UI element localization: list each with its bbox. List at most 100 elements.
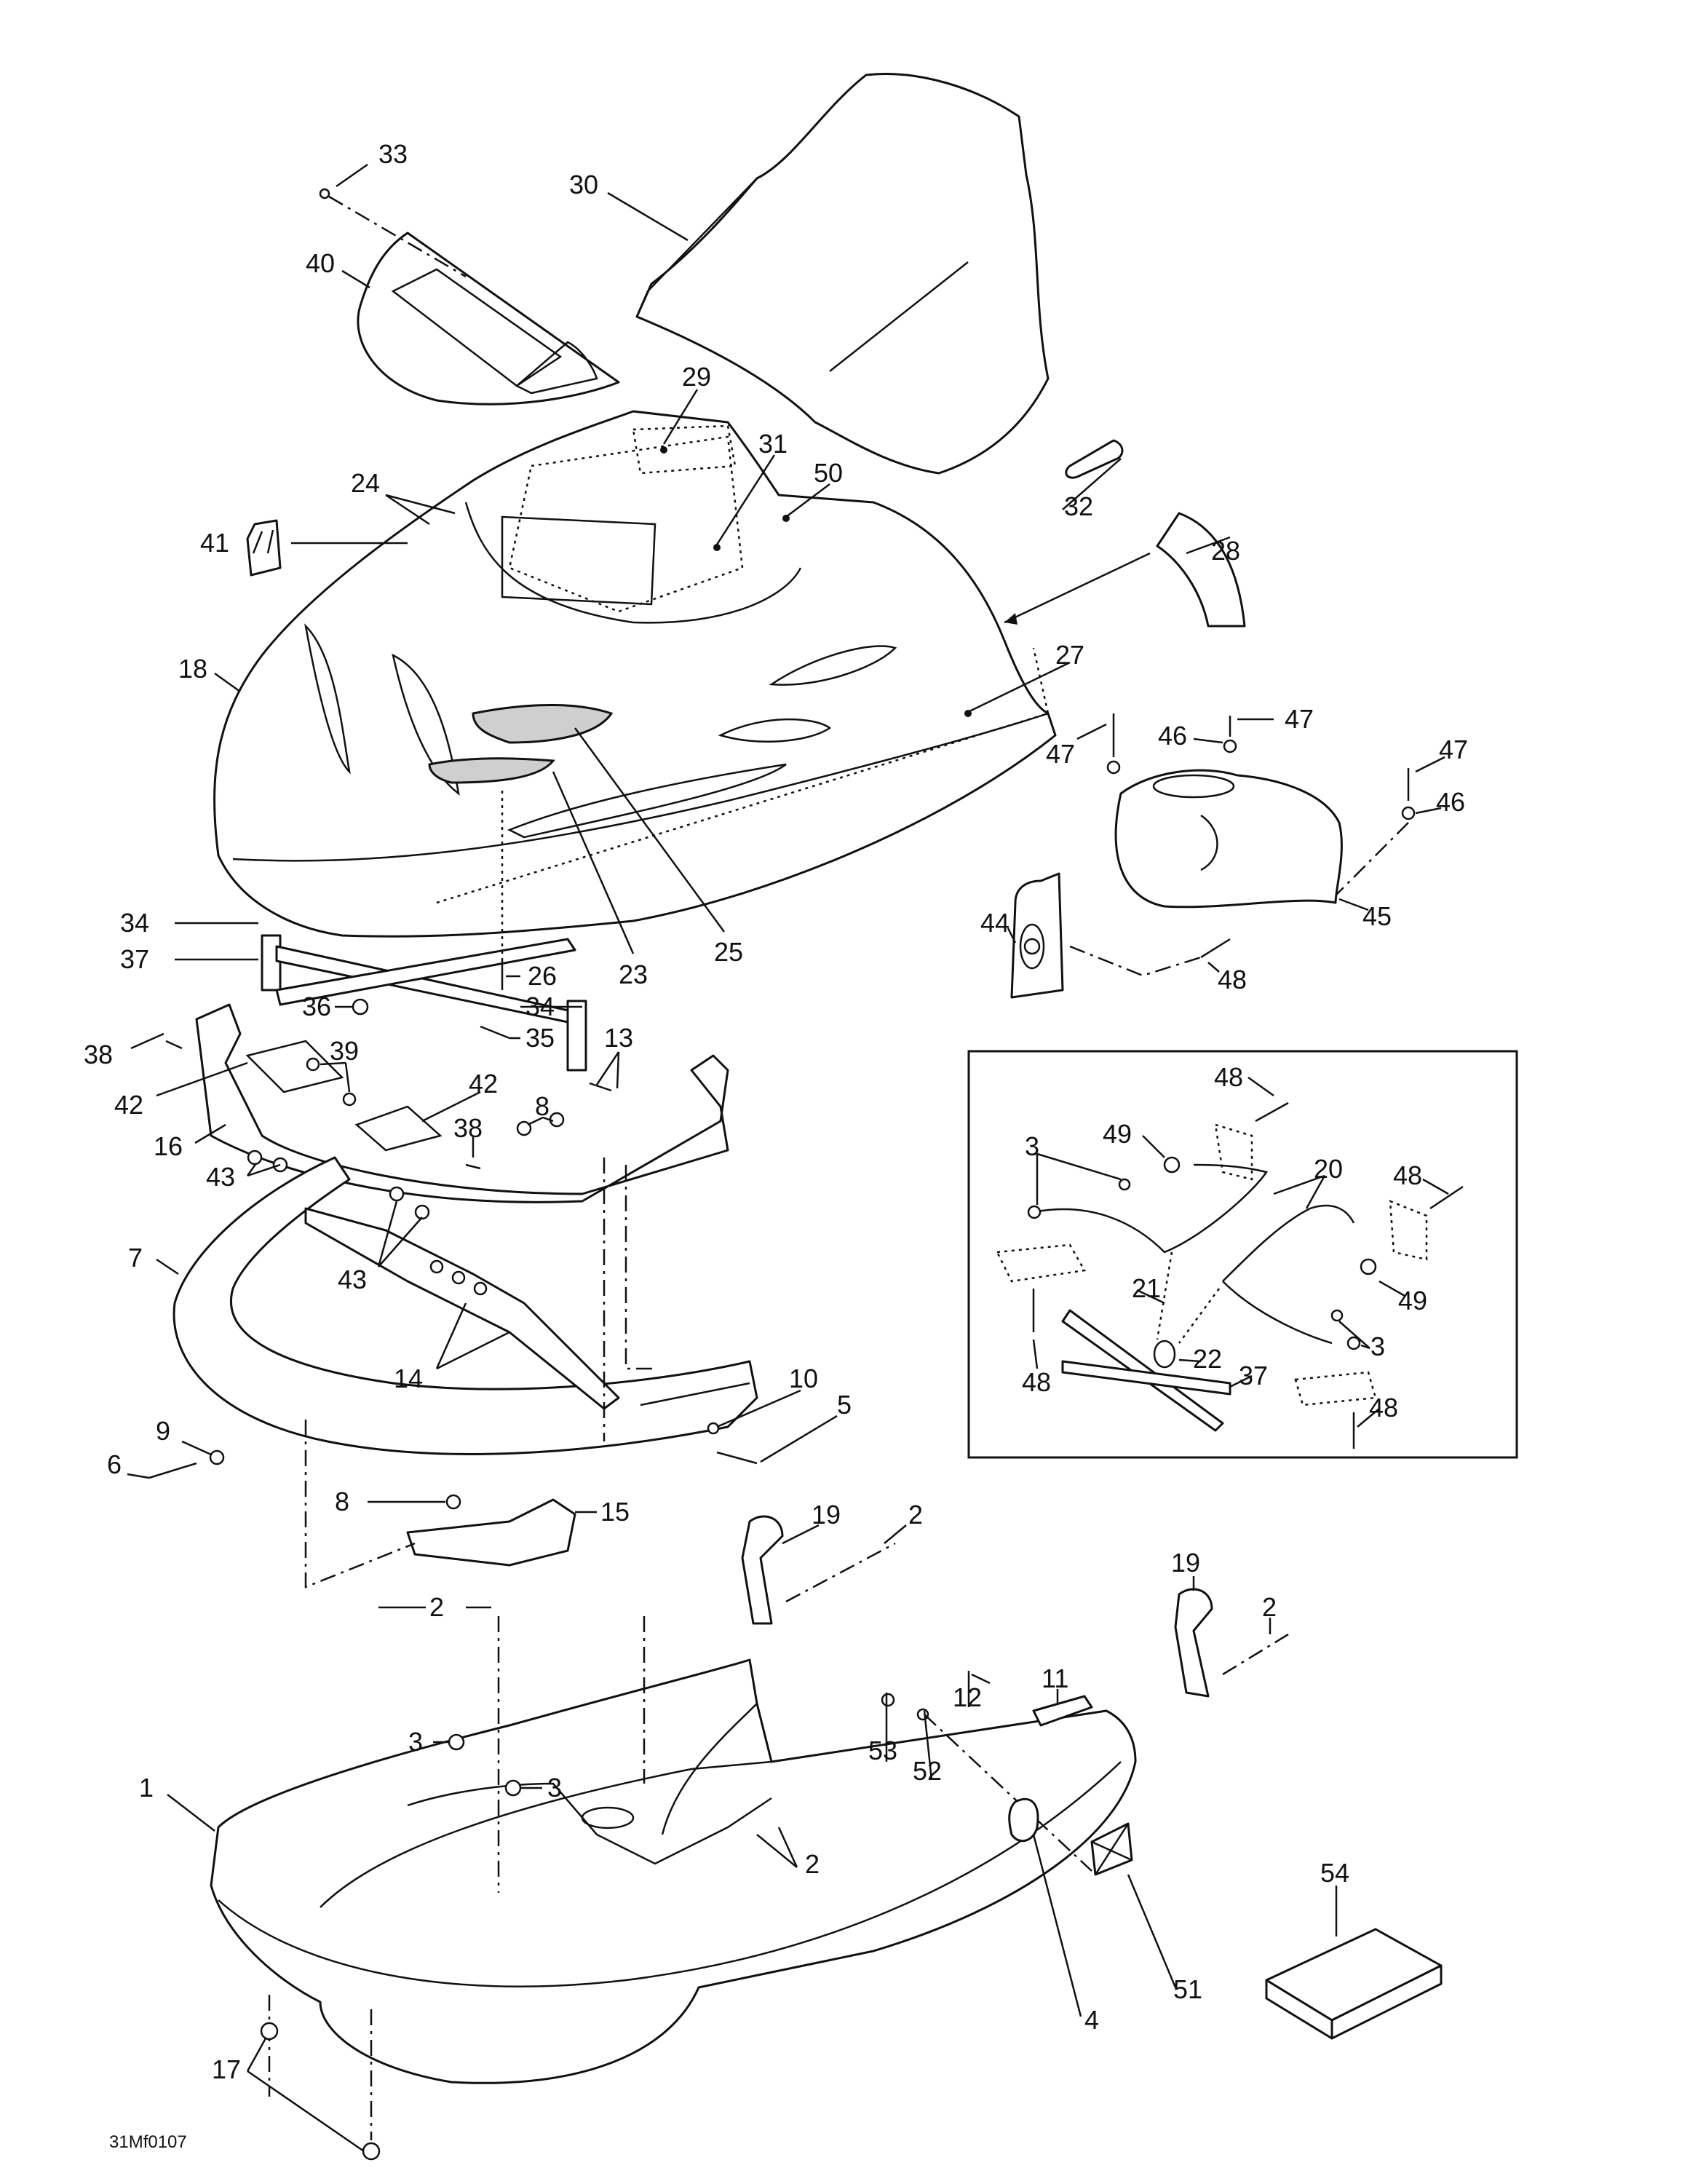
part-19-bracket[interactable] bbox=[741, 1515, 784, 1625]
callout-32[interactable]: 32 bbox=[1064, 491, 1093, 521]
part-8-nut[interactable] bbox=[549, 1112, 565, 1128]
part-53-screw[interactable] bbox=[881, 1693, 895, 1707]
part-16-support[interactable] bbox=[195, 1003, 729, 1203]
callout-3[interactable]: 3 bbox=[547, 1773, 562, 1803]
callout-19[interactable]: 19 bbox=[1171, 1548, 1200, 1578]
callout-39[interactable]: 39 bbox=[330, 1036, 359, 1066]
inset-callout-49[interactable]: 49 bbox=[1103, 1119, 1132, 1149]
callout-47[interactable]: 47 bbox=[1285, 704, 1314, 734]
part-38-rivet[interactable] bbox=[465, 1163, 481, 1170]
callout-35[interactable]: 35 bbox=[525, 1023, 555, 1053]
callout-24[interactable]: 24 bbox=[351, 468, 380, 498]
inset-callout-22[interactable]: 22 bbox=[1193, 1344, 1222, 1374]
callout-34[interactable]: 34 bbox=[120, 908, 149, 938]
part-7-bumper[interactable] bbox=[172, 1156, 758, 1455]
part-21-spring[interactable] bbox=[1178, 1288, 1221, 1344]
part-21-spring[interactable] bbox=[1156, 1251, 1173, 1340]
part-32-grip[interactable] bbox=[1065, 439, 1124, 479]
part-18-hood[interactable] bbox=[213, 410, 1057, 938]
part-10-washer[interactable] bbox=[707, 1422, 720, 1435]
part-3-grommet[interactable] bbox=[504, 1779, 522, 1797]
part-14-reinforcement[interactable] bbox=[304, 1207, 620, 1410]
part-37-cross-brace[interactable] bbox=[261, 934, 587, 1072]
callout-48[interactable]: 48 bbox=[1218, 965, 1247, 994]
callout-43[interactable]: 43 bbox=[206, 1162, 235, 1192]
callout-2[interactable]: 2 bbox=[1262, 1592, 1277, 1622]
callout-17[interactable]: 17 bbox=[212, 2054, 241, 2084]
part-12-screw[interactable] bbox=[971, 1673, 991, 1685]
part-43-nut[interactable] bbox=[247, 1150, 263, 1166]
part-17-nut[interactable] bbox=[362, 2142, 381, 2161]
part-3-grommet[interactable] bbox=[1027, 1205, 1042, 1219]
part-19-bracket[interactable] bbox=[1174, 1588, 1213, 1698]
part-8-nut[interactable] bbox=[516, 1120, 532, 1136]
part-20-cable[interactable] bbox=[1222, 1204, 1355, 1345]
callout-2[interactable]: 2 bbox=[805, 1849, 820, 1879]
part-36-nut[interactable] bbox=[352, 998, 369, 1016]
part-33-screw[interactable] bbox=[319, 188, 330, 199]
callout-31[interactable]: 31 bbox=[758, 429, 788, 459]
part-30-windshield[interactable] bbox=[635, 73, 1050, 475]
callout-8[interactable]: 8 bbox=[535, 1091, 550, 1121]
part-52-washer[interactable] bbox=[916, 1708, 929, 1721]
part-48-fastener[interactable] bbox=[1255, 1101, 1289, 1123]
callout-36[interactable]: 36 bbox=[302, 992, 331, 1021]
callout-40[interactable]: 40 bbox=[306, 248, 335, 278]
callout-7[interactable]: 7 bbox=[128, 1243, 143, 1273]
part-28-deflector[interactable] bbox=[1156, 512, 1246, 628]
part-44-bracket[interactable] bbox=[1010, 872, 1064, 999]
part-8-nut[interactable] bbox=[445, 1494, 461, 1510]
part-22-ring[interactable] bbox=[1153, 1340, 1176, 1369]
part-3-grommet[interactable] bbox=[1118, 1178, 1131, 1191]
part-9-washer[interactable] bbox=[209, 1449, 225, 1465]
callout-50[interactable]: 50 bbox=[814, 458, 843, 488]
part-39-washer[interactable] bbox=[342, 1092, 357, 1107]
part-11-plate[interactable] bbox=[1032, 1695, 1093, 1727]
callout-15[interactable]: 15 bbox=[600, 1497, 630, 1527]
part-49-clip[interactable] bbox=[1163, 1156, 1181, 1174]
callout-45[interactable]: 45 bbox=[1362, 901, 1392, 931]
inset-callout-37[interactable]: 37 bbox=[1239, 1361, 1268, 1390]
callout-53[interactable]: 53 bbox=[868, 1736, 897, 1765]
callout-52[interactable]: 52 bbox=[913, 1756, 942, 1786]
inset-callout-48[interactable]: 48 bbox=[1369, 1393, 1398, 1423]
callout-9[interactable]: 9 bbox=[156, 1416, 170, 1446]
callout-13[interactable]: 13 bbox=[604, 1023, 633, 1053]
part-54-manual[interactable] bbox=[1265, 1928, 1443, 2040]
callout-2[interactable]: 2 bbox=[429, 1592, 444, 1622]
callout-41[interactable]: 41 bbox=[200, 528, 229, 558]
part-48-fastener[interactable] bbox=[1200, 938, 1231, 959]
part-5-bolt[interactable] bbox=[716, 1451, 758, 1465]
callout-37[interactable]: 37 bbox=[120, 944, 149, 974]
inset-callout-49[interactable]: 49 bbox=[1398, 1286, 1427, 1315]
callout-33[interactable]: 33 bbox=[378, 139, 408, 169]
part-46-washer[interactable] bbox=[1401, 806, 1416, 820]
part-39-washer[interactable] bbox=[306, 1057, 320, 1072]
callout-6[interactable]: 6 bbox=[107, 1449, 122, 1479]
callout-38[interactable]: 38 bbox=[84, 1040, 113, 1069]
callout-29[interactable]: 29 bbox=[682, 362, 711, 392]
callout-2[interactable]: 2 bbox=[908, 1500, 923, 1530]
callout-38[interactable]: 38 bbox=[453, 1113, 483, 1143]
callout-28[interactable]: 28 bbox=[1211, 536, 1240, 566]
callout-46[interactable]: 46 bbox=[1436, 787, 1465, 817]
part-40-instrument-panel[interactable] bbox=[357, 232, 620, 405]
callout-19[interactable]: 19 bbox=[812, 1500, 841, 1530]
callout-5[interactable]: 5 bbox=[837, 1390, 852, 1420]
callout-27[interactable]: 27 bbox=[1055, 640, 1084, 670]
callout-34[interactable]: 34 bbox=[525, 992, 555, 1021]
callout-30[interactable]: 30 bbox=[569, 170, 598, 199]
part-45-air-silencer[interactable] bbox=[1114, 769, 1343, 909]
part-49-clip[interactable] bbox=[1360, 1258, 1377, 1275]
part-46-washer[interactable] bbox=[1223, 739, 1237, 753]
callout-4[interactable]: 4 bbox=[1084, 2005, 1099, 2035]
callout-42[interactable]: 42 bbox=[469, 1069, 498, 1099]
part-38-rivet[interactable] bbox=[165, 1040, 183, 1050]
callout-16[interactable]: 16 bbox=[154, 1131, 183, 1161]
callout-44[interactable]: 44 bbox=[980, 908, 1009, 938]
callout-46[interactable]: 46 bbox=[1158, 721, 1187, 751]
part-15-plate[interactable] bbox=[406, 1498, 576, 1567]
callout-43[interactable]: 43 bbox=[338, 1265, 367, 1294]
inset-callout-20[interactable]: 20 bbox=[1314, 1154, 1343, 1184]
callout-26[interactable]: 26 bbox=[528, 961, 557, 991]
